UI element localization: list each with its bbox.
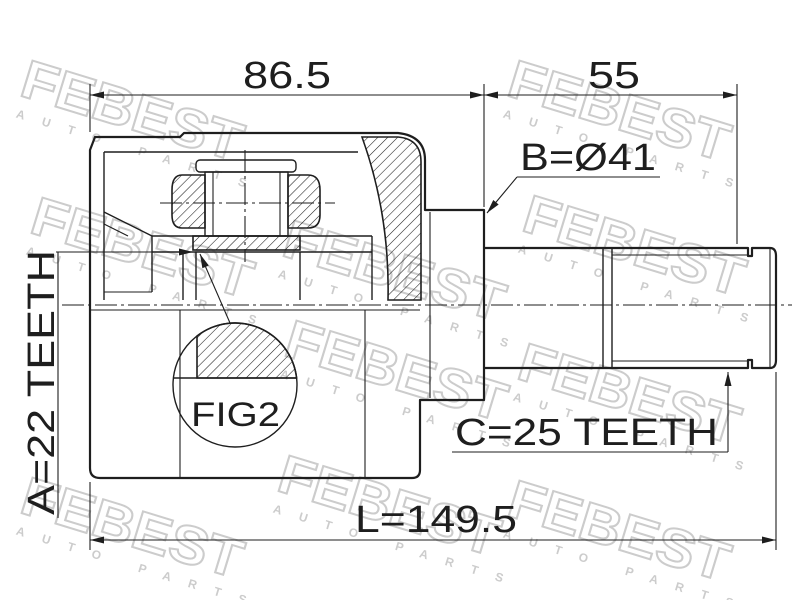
arrowhead <box>90 91 104 99</box>
outer-teeth-label: A=22 TEETH <box>21 250 63 515</box>
spec-callouts: A=22 TEETH B=Ø41 C=25 TEETH <box>21 137 732 518</box>
needle-bearing-section <box>192 235 301 251</box>
total-length-value: L=149.5 <box>355 499 517 541</box>
detail-fig2: FIG2 <box>172 253 298 448</box>
dimensions: 86.5 55 L=149.5 <box>89 55 777 550</box>
arrowhead <box>90 536 104 544</box>
housing-wall-section <box>360 136 422 301</box>
tripod-assembly <box>103 150 373 300</box>
detail-label: FIG2 <box>191 396 280 434</box>
arrowhead <box>484 91 498 99</box>
arrowhead <box>762 536 776 544</box>
detail-section <box>196 322 298 379</box>
arrowhead <box>487 200 499 213</box>
arrowhead <box>724 372 732 386</box>
shaft-teeth-label: C=25 TEETH <box>455 412 718 454</box>
outer-housing <box>88 131 486 480</box>
seal-diameter-label: B=Ø41 <box>520 137 656 179</box>
roller-right-section <box>287 174 321 229</box>
arrowhead <box>470 91 484 99</box>
housing-outline <box>88 131 486 480</box>
interior-diagonal <box>103 223 129 237</box>
housing-length-value: 86.5 <box>243 55 331 97</box>
interior-diagonal <box>103 211 153 237</box>
roller-left-section <box>171 174 206 229</box>
arrowhead <box>723 91 737 99</box>
arrowhead <box>179 248 193 256</box>
stub-shaft <box>484 246 778 370</box>
arrowhead <box>200 254 209 269</box>
shaft-length-value: 55 <box>588 55 640 97</box>
